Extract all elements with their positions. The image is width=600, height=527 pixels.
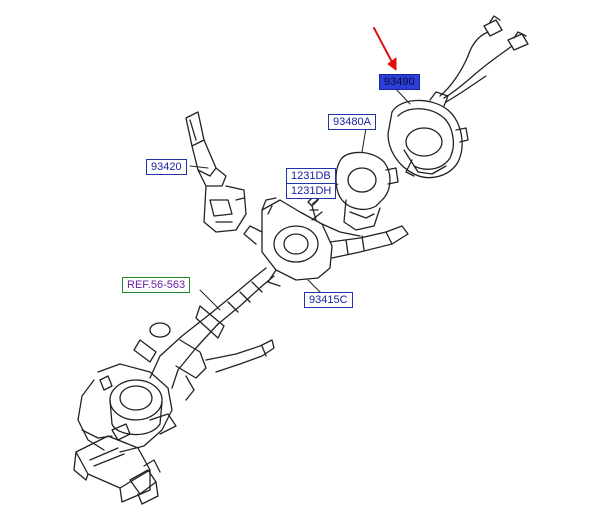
part-label-stack-1231: 1231DB 1231DH xyxy=(286,168,337,199)
ref-label-steering-column[interactable]: REF.56-563 xyxy=(122,277,191,293)
angle-sensor-part[interactable] xyxy=(335,151,399,231)
switch-stalk-part[interactable] xyxy=(185,111,247,233)
part-label-93415c[interactable]: 93415C xyxy=(304,292,353,308)
leader-lines xyxy=(189,87,411,311)
part-label-1231dh[interactable]: 1231DH xyxy=(287,184,336,198)
part-label-93490[interactable]: 93490 xyxy=(379,74,420,90)
part-label-1231db[interactable]: 1231DB xyxy=(287,169,336,184)
part-label-93480a[interactable]: 93480A xyxy=(328,114,376,130)
multifunction-switch-part[interactable] xyxy=(243,197,409,287)
clock-spring-part[interactable] xyxy=(387,15,529,179)
steering-column-part[interactable] xyxy=(73,267,275,505)
part-label-93420[interactable]: 93420 xyxy=(146,159,187,175)
red-arrow-icon xyxy=(373,27,397,71)
